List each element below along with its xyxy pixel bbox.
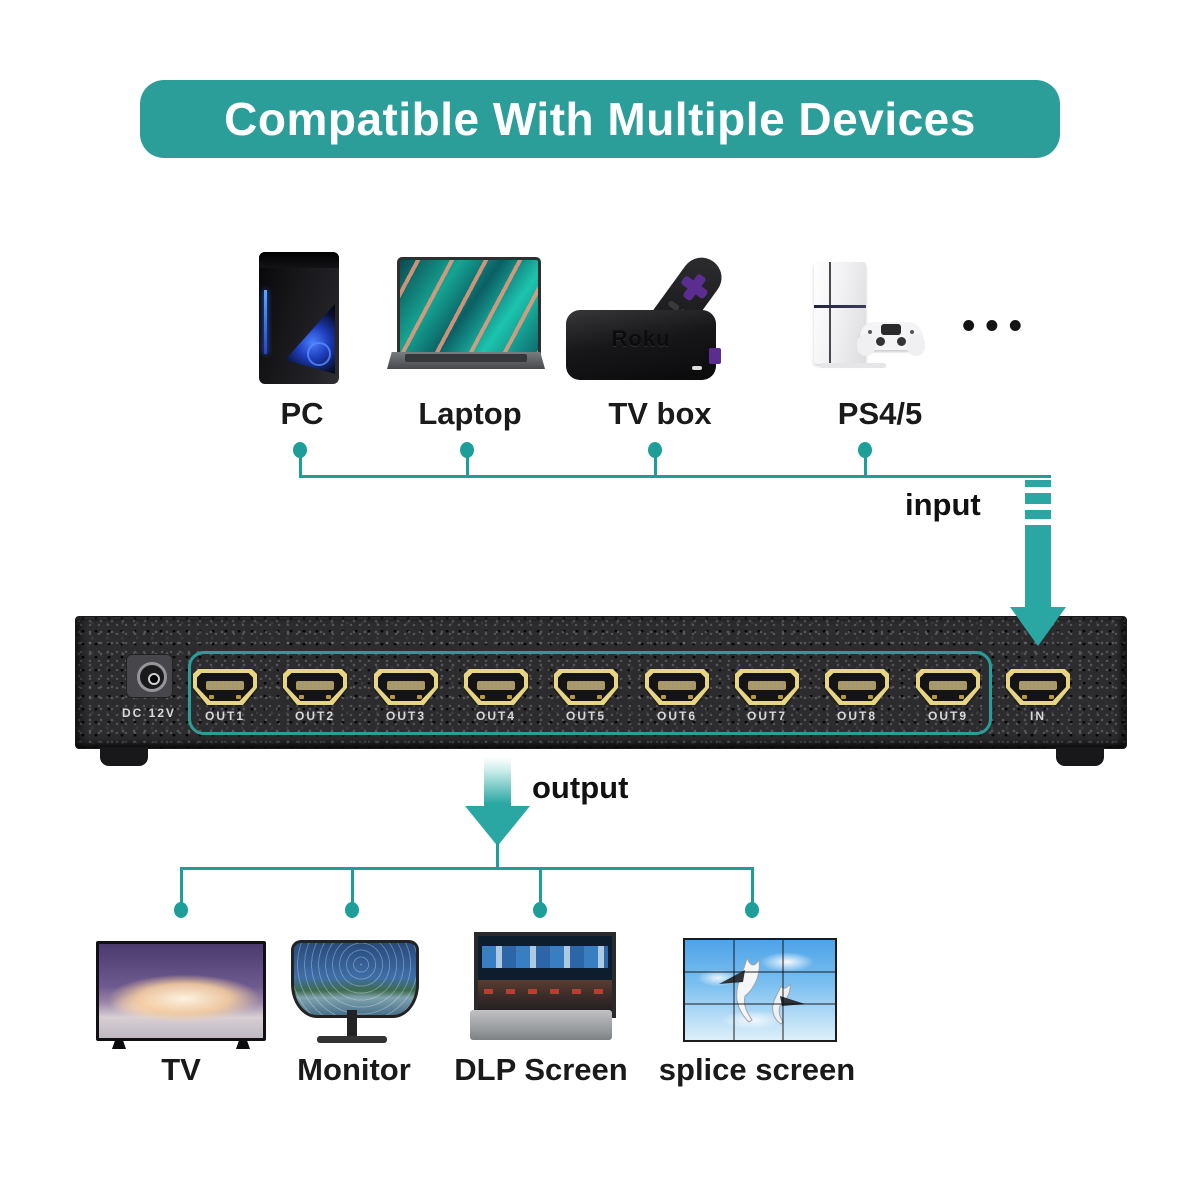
- birds-graphic: [719, 956, 805, 1025]
- label-tv-box: TV box: [608, 396, 712, 431]
- node-dot: [533, 902, 547, 918]
- dc-power-jack: [126, 654, 173, 698]
- port-label-out8: OUT8: [836, 709, 878, 723]
- connector-line: [299, 456, 302, 477]
- connector-line: [654, 456, 657, 477]
- output-ports-outline: [188, 651, 992, 735]
- port-label-out9: OUT9: [927, 709, 969, 723]
- port-label-out5: OUT5: [565, 709, 607, 723]
- port-label-out1: OUT1: [204, 709, 246, 723]
- dc-power-label: DC 12V: [121, 706, 177, 720]
- port-label-in: IN: [1030, 709, 1046, 723]
- device-foot: [1056, 747, 1104, 766]
- connector-line: [751, 867, 754, 905]
- input-bus-line: [299, 475, 1051, 478]
- node-dot: [460, 442, 474, 458]
- monitor-icon: [291, 940, 419, 1048]
- output-arrow-head: [465, 806, 530, 846]
- roku-logo: Roku: [611, 326, 671, 351]
- output-bus-line: [180, 867, 754, 870]
- page-title: Compatible With Multiple Devices: [224, 93, 976, 145]
- hdmi-port-out3: [374, 669, 438, 705]
- node-dot: [293, 442, 307, 458]
- port-label-out2: OUT2: [294, 709, 336, 723]
- hdmi-port-in: [1006, 669, 1070, 705]
- node-dot: [174, 902, 188, 918]
- label-monitor: Monitor: [297, 1052, 411, 1087]
- port-label-out4: OUT4: [475, 709, 517, 723]
- label-ps45: PS4/5: [837, 396, 923, 431]
- hdmi-port-out8: [825, 669, 889, 705]
- label-splice-screen: splice screen: [658, 1052, 856, 1087]
- connector-line: [864, 456, 867, 477]
- connector-line: [351, 867, 354, 905]
- input-arrow-shaft: [1025, 525, 1051, 607]
- node-dot: [345, 902, 359, 918]
- input-arrow-dash: [1025, 510, 1051, 519]
- port-label-out7: OUT7: [746, 709, 788, 723]
- title-banner: Compatible With Multiple Devices: [140, 80, 1060, 158]
- input-arrow-dash: [1025, 480, 1051, 487]
- hdmi-port-out5: [554, 669, 618, 705]
- tv-box-icon: Roku: [558, 249, 758, 382]
- label-laptop: Laptop: [418, 396, 522, 431]
- connector-line: [539, 867, 542, 905]
- hdmi-port-out6: [645, 669, 709, 705]
- label-pc: PC: [280, 396, 324, 431]
- video-wall-icon: [683, 938, 837, 1042]
- hdmi-port-out2: [283, 669, 347, 705]
- hdmi-port-out4: [464, 669, 528, 705]
- hdmi-port-out1: [193, 669, 257, 705]
- connector-line: [496, 843, 499, 869]
- pc-tower-icon: [255, 250, 347, 392]
- device-foot: [100, 747, 148, 766]
- output-label: output: [532, 770, 629, 805]
- label-dlp-screen: DLP Screen: [454, 1052, 628, 1087]
- connector-line: [180, 867, 183, 905]
- game-console-icon: [800, 258, 935, 373]
- laptop-icon: [387, 257, 545, 369]
- connector-line: [466, 456, 469, 477]
- output-arrow-shaft: [484, 757, 511, 809]
- hdmi-port-out7: [735, 669, 799, 705]
- node-dot: [858, 442, 872, 458]
- label-tv: TV: [161, 1052, 201, 1087]
- hdmi-port-out9: [916, 669, 980, 705]
- port-label-out3: OUT3: [385, 709, 427, 723]
- dlp-screen-icon: [470, 932, 616, 1044]
- node-dot: [745, 902, 759, 918]
- port-label-out6: OUT6: [656, 709, 698, 723]
- input-label: input: [905, 487, 981, 522]
- input-arrow-dash: [1025, 493, 1051, 504]
- node-dot: [648, 442, 662, 458]
- more-devices-ellipsis: •••: [962, 305, 1032, 347]
- gamepad-icon: [857, 322, 925, 356]
- tv-icon: [96, 941, 266, 1049]
